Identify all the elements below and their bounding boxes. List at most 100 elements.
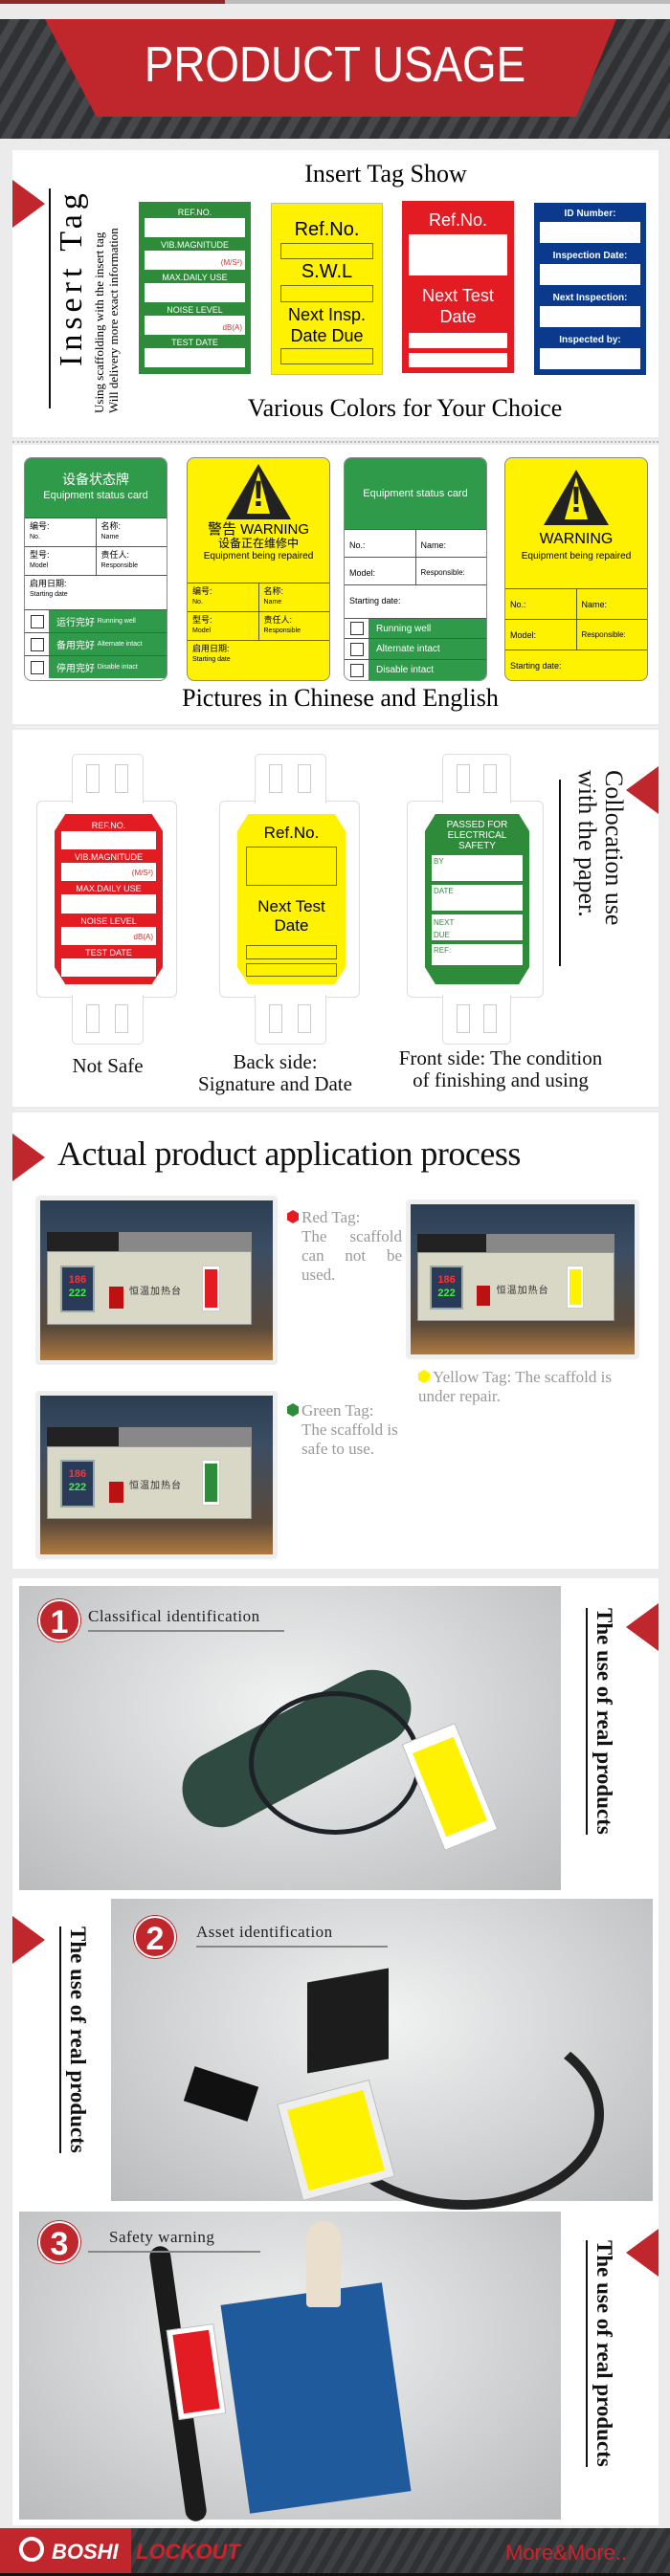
tag-holder-red: REF.NO. VIB.MAGNITUDE(M/S²) MAX.DAILY US…: [36, 754, 177, 1045]
switch-handle: [306, 2221, 341, 2307]
red-hexagon-icon: [287, 1210, 299, 1223]
chinese-english-caption: Pictures in Chinese and English: [182, 684, 499, 712]
field-en: No.: [30, 534, 40, 540]
warning-triangle-icon: [544, 470, 609, 525]
field-cn: 编号:: [30, 521, 50, 531]
tag-field-label: Inspected by:: [559, 335, 621, 345]
step-badge: 2: [134, 1916, 176, 1958]
red-tag-description: Red Tag:The scaffold can not be used.: [287, 1208, 402, 1285]
status-en: Alternate intact: [97, 641, 143, 648]
field-en: Starting date:: [510, 661, 562, 671]
field-en: Name:: [575, 589, 648, 619]
checkbox-icon: [349, 622, 364, 636]
step-badge: 3: [38, 2221, 80, 2263]
checkbox-icon: [30, 660, 44, 674]
tag-field-label: DUE: [434, 931, 450, 939]
step-badge: 1: [38, 1599, 80, 1641]
product-photo-switch: [19, 2212, 561, 2523]
tag-field-label: REF:: [432, 944, 523, 965]
tag-field-label: Next Insp. Date Due: [287, 304, 367, 345]
tag-field-label: NOISE LEVEL: [167, 305, 223, 315]
product-photo-camera: [111, 1899, 653, 2210]
green-insert-tag: REF.NO. VIB.MAGNITUDE(M/S²) MAX.DAILY US…: [139, 202, 251, 374]
collocation-side-text: Collocation use with the paper.: [573, 770, 628, 926]
warning-title: WARNING: [539, 531, 614, 547]
section-arrow-icon: [626, 766, 659, 814]
power-switch: [108, 1481, 123, 1504]
various-colors-caption: Various Colors for Your Choice: [247, 394, 563, 422]
banner-red-panel: [45, 19, 616, 117]
step-label: Classifical identification: [88, 1607, 284, 1632]
status-card-en-green: Equipment status card No.:Name: Model:Re…: [344, 457, 487, 681]
power-cord: [249, 1691, 421, 1835]
tag-holder-yellow: Ref.No. Next Test Date: [219, 754, 360, 1045]
tag-field-label: REF.NO.: [91, 821, 126, 830]
card-title-en: Equipment status card: [43, 490, 148, 501]
field-en: Responsible:: [414, 558, 487, 585]
field-cn: 型号:: [192, 615, 212, 625]
usb-plug: [183, 2066, 259, 2122]
status-en: Running well: [97, 618, 136, 625]
unit-label: dB(A): [61, 926, 156, 945]
field-en: Starting date:: [349, 596, 401, 606]
product-usage-banner: PRODUCT USAGE: [0, 19, 670, 139]
insert-tag-side-title: Insert Tag: [49, 188, 91, 408]
tag-field-label: NEXT: [434, 918, 455, 927]
top-strip: [0, 0, 670, 4]
tag-holder-green: PASSED FOR ELECTRICAL SAFETY BY DATE NEX…: [407, 754, 544, 1045]
power-switch: [477, 1285, 491, 1306]
tag-field-label: TEST DATE: [85, 947, 132, 958]
checkbox-icon: [349, 663, 364, 677]
real-use-side-text: The use of real products: [586, 2240, 616, 2467]
field-cn: 名称:: [263, 586, 284, 596]
status-en: Running well: [368, 618, 486, 639]
step-label: Safety warning: [88, 2228, 260, 2253]
green-tag-description: Green Tag:The scaffold is safe to use.: [287, 1401, 412, 1459]
tag-field-label: Ref.No.: [294, 219, 360, 240]
tag-field-label: DATE: [432, 885, 523, 911]
power-switch: [108, 1287, 123, 1309]
status-cn: 停用完好: [56, 664, 95, 674]
tag-field-label: MAX.DAILY USE: [162, 273, 228, 282]
green-tag: PASSED FOR ELECTRICAL SAFETY BY DATE NEX…: [425, 814, 529, 984]
brand-panel: BOSHI: [0, 2528, 131, 2573]
yellow-hexagon-icon: [418, 1370, 430, 1383]
field-cn: 责任人:: [263, 615, 293, 625]
yellow-tag: Ref.No. Next Test Date: [237, 814, 346, 984]
field-en: Name:: [414, 530, 487, 558]
section-arrow-icon: [12, 1134, 45, 1181]
status-en: Disable intact: [368, 660, 486, 680]
side-text-rule: [559, 780, 561, 966]
card-title-en: Equipment status card: [363, 487, 468, 499]
field-en: Responsible: [100, 562, 139, 569]
field-en: Responsible: [263, 627, 302, 634]
footer-bar: BOSHI LOCKOUT More&More..: [0, 2528, 670, 2576]
tag-field-label: VIB.MAGNITUDE: [160, 240, 229, 250]
real-use-side-text: The use of real products: [59, 1926, 90, 2153]
side-line: Will delivery more exact information: [106, 228, 121, 413]
yellow-insert-tag: Ref.No. S.W.L Next Insp. Date Due: [271, 203, 383, 375]
field-en: Starting date: [192, 656, 231, 663]
product-photo-heat-gun: [19, 1586, 561, 1890]
checkbox-icon: [349, 642, 364, 656]
tag-field-label: NOISE LEVEL: [80, 915, 137, 926]
status-card-cn-warning: 警告 WARNING 设备正在维修中 Equipment being repai…: [187, 457, 330, 681]
status-card-en-warning: WARNING Equipment being repaired No.:Nam…: [504, 457, 648, 681]
field-en: Model: [192, 627, 212, 634]
real-use-side-text: The use of real products: [586, 1608, 616, 1835]
warning-sub-en: Equipment being repaired: [203, 551, 314, 561]
warning-triangle-icon: [226, 464, 291, 519]
tag-field-label: TEST DATE: [171, 338, 218, 347]
caption-line: Back side:: [233, 1050, 318, 1073]
section-arrow-icon: [12, 180, 45, 228]
blue-insert-tag: ID Number: Inspection Date: Next Inspect…: [534, 203, 646, 375]
card-title-cn: 设备状态牌: [62, 472, 129, 487]
more-link[interactable]: More&More..: [505, 2541, 628, 2565]
field-en: No.:: [349, 540, 366, 551]
status-en: Disable intact: [97, 664, 138, 671]
